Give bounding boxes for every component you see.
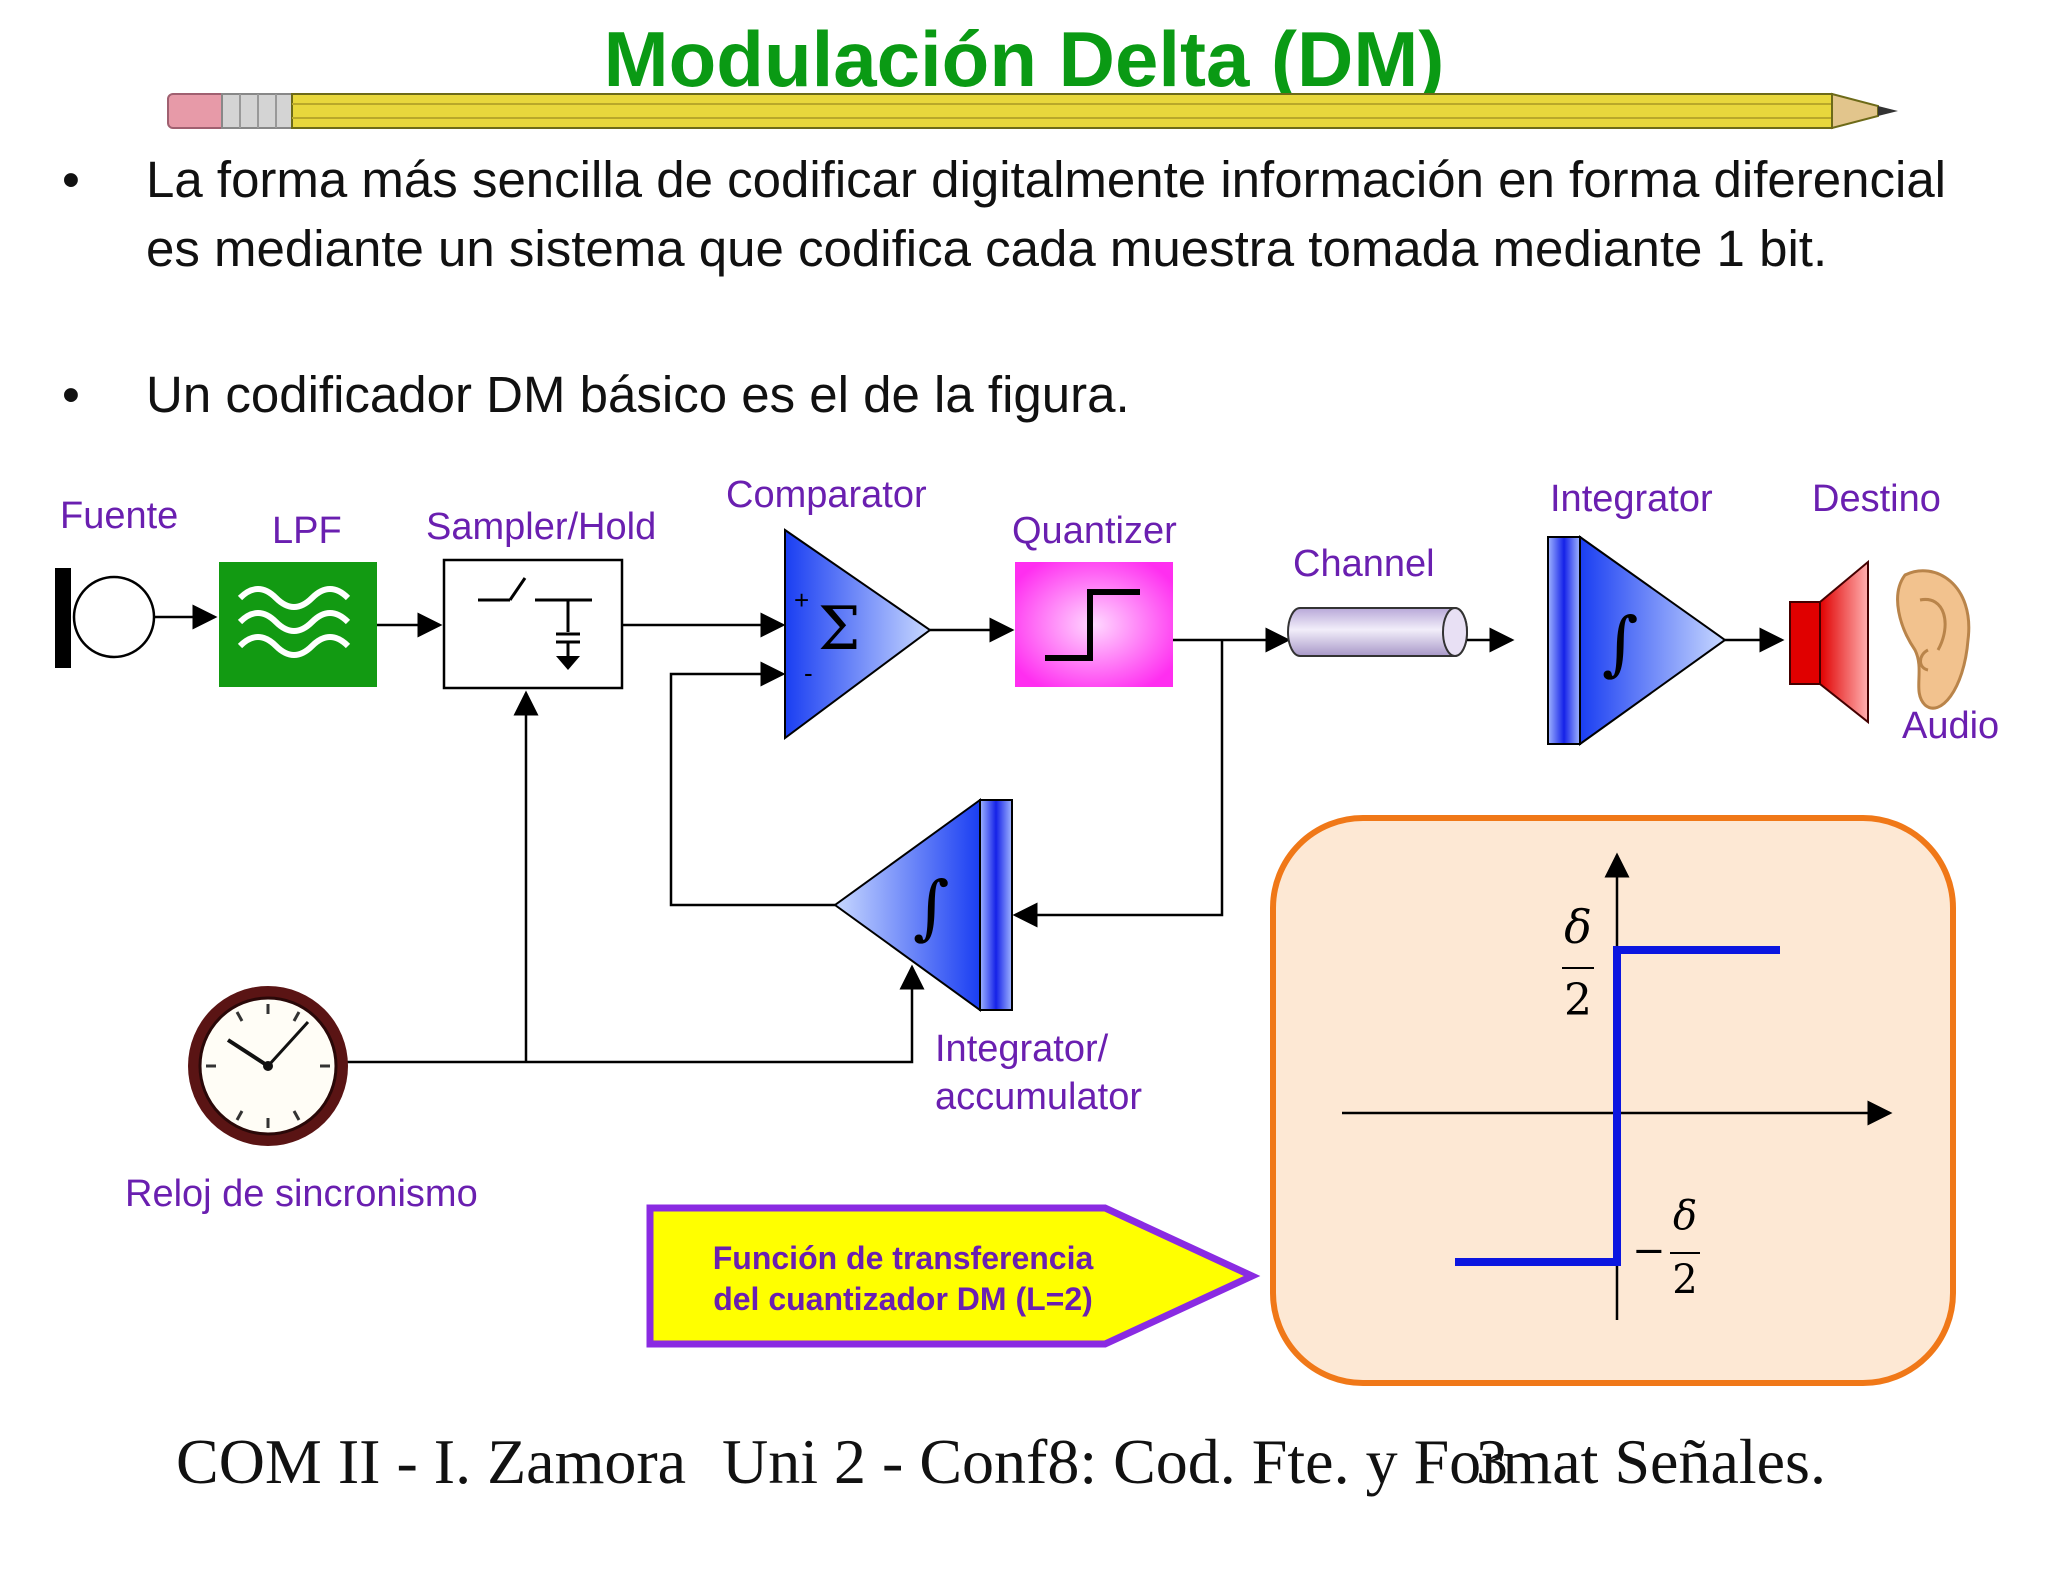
sampler-label: Sampler/Hold	[426, 506, 657, 548]
bullet-item: • Un codificador DM básico es el de la f…	[62, 360, 1962, 430]
slide-title: Modulación Delta (DM)	[603, 15, 1445, 103]
lpf-label: LPF	[272, 510, 342, 552]
bullet-dot: •	[62, 366, 80, 423]
channel-cylinder-icon	[1287, 607, 1468, 657]
callout-text-line1: Función de transferencia	[712, 1240, 1094, 1276]
lower-level-sign: −	[1632, 1228, 1666, 1274]
integral-icon: ∫	[913, 866, 950, 948]
integrator-label: Integrator	[1550, 478, 1713, 520]
lower-level-numerator: δ	[1672, 1193, 1698, 1239]
page-number: 3	[1476, 1426, 1508, 1497]
footer-author: COM II - I. Zamora	[176, 1426, 687, 1497]
comparator-block	[784, 528, 932, 740]
bullet-text: Un codificador DM básico es el de la fig…	[146, 366, 1130, 423]
pencil-divider	[167, 92, 1898, 130]
clock-icon	[188, 986, 348, 1146]
bullet-text: La forma más sencilla de codificar digit…	[146, 151, 1947, 277]
comparator-label: Comparator	[726, 474, 927, 516]
audio-label: Audio	[1902, 705, 2000, 747]
transfer-function-panel	[1270, 815, 1956, 1386]
sampler-hold-block	[442, 558, 624, 690]
upper-level-denominator: 2	[1564, 975, 1592, 1026]
channel-label: Channel	[1293, 543, 1435, 585]
dm-encoder-diagram	[55, 528, 1971, 1386]
bullet-dot: •	[62, 151, 80, 208]
destination-label: Destino	[1812, 478, 1941, 520]
callout-text-line2: del cuantizador DM (L=2)	[713, 1281, 1093, 1317]
source-label: Fuente	[60, 495, 179, 537]
comparator-minus-sign: -	[804, 658, 813, 688]
integral-icon: ∫	[1602, 602, 1639, 684]
lpf-block	[219, 562, 377, 687]
bullet-item: • La forma más sencilla de codificar dig…	[62, 145, 1962, 355]
lower-level-denominator: 2	[1672, 1257, 1698, 1303]
integrator-block	[1547, 535, 1727, 746]
clock-label: Reloj de sincronismo	[125, 1173, 478, 1215]
comparator-plus-sign: +	[794, 585, 810, 615]
microphone-icon	[55, 568, 156, 668]
accumulator-label-line1: Integrator/	[935, 1028, 1109, 1070]
footer-course: Uni 2 - Conf8: Cod. Fte. y Format Señale…	[722, 1426, 1826, 1497]
ear-icon	[1896, 569, 1971, 710]
upper-level-numerator: δ	[1564, 900, 1592, 954]
quantizer-block	[1015, 562, 1173, 687]
accumulator-block	[833, 798, 1013, 1012]
speaker-icon	[1789, 559, 1869, 725]
accumulator-label-line2: accumulator	[935, 1076, 1142, 1118]
sigma-icon: Σ	[818, 594, 861, 664]
callout-box	[646, 1204, 1261, 1348]
quantizer-label: Quantizer	[1012, 510, 1177, 552]
